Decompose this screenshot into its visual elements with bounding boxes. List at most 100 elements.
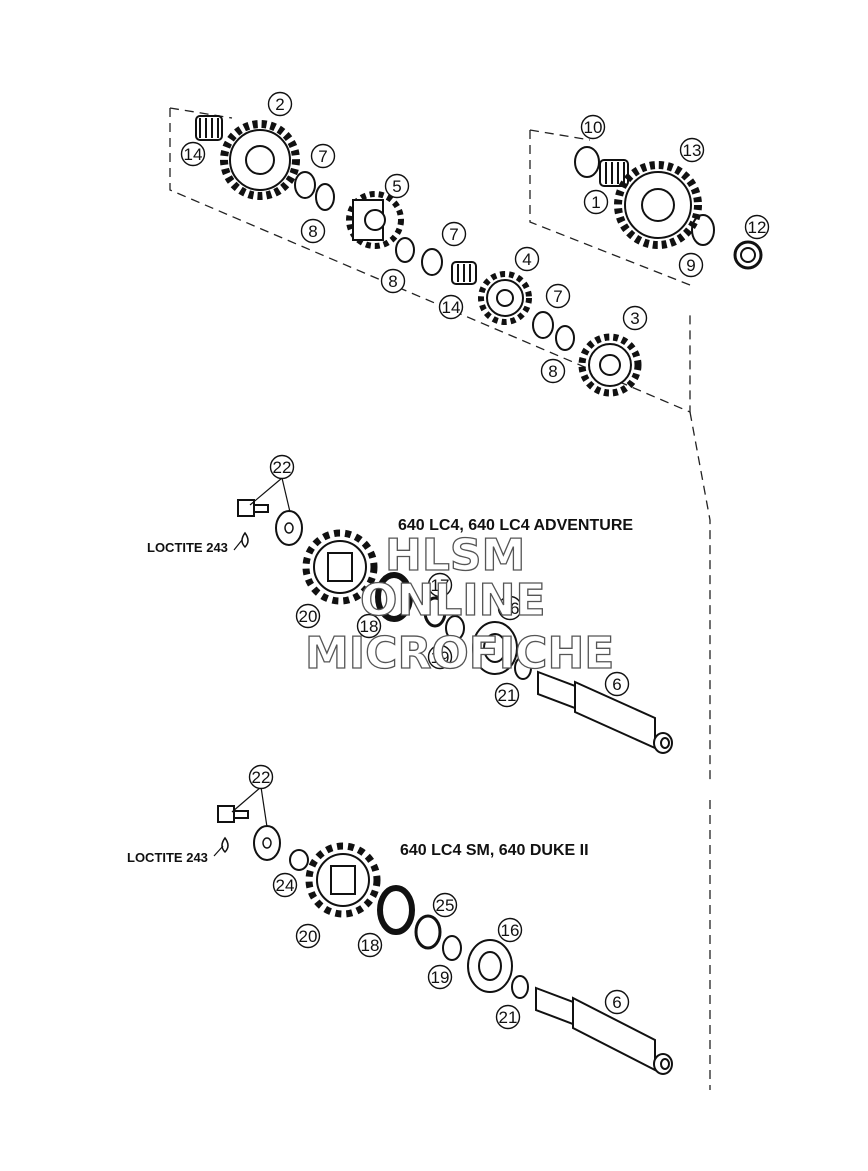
callout-circle	[679, 137, 705, 163]
watermark: HLSM ONLINE MICROFICHE	[304, 529, 615, 679]
bearing-16-top	[472, 621, 518, 675]
seal-18-bottom	[377, 885, 415, 935]
callout-lower-20: 20	[295, 923, 321, 949]
callout-circle	[514, 246, 540, 272]
needle-bearing-14-mid	[451, 261, 477, 285]
callout-circle	[269, 454, 295, 480]
callout-mid-6: 6	[604, 671, 630, 697]
callout-group: 1427857814478310113912222018171619216222…	[180, 91, 770, 1030]
callout-number: 18	[361, 936, 380, 955]
callout-upper-4: 4	[514, 246, 540, 272]
callout-mid-18: 18	[356, 613, 382, 639]
oring-21-top	[514, 656, 532, 680]
callout-number: 3	[630, 309, 639, 328]
callout-number: 18	[360, 617, 379, 636]
needle-bearing-13	[599, 159, 629, 187]
callout-number: 5	[392, 177, 401, 196]
callout-upper-9: 9	[678, 252, 704, 278]
callout-circle	[310, 143, 336, 169]
callout-circle	[622, 305, 648, 331]
watermark-line-2: ONLINE	[360, 575, 546, 626]
callout-number: 17	[431, 576, 450, 595]
washer-24	[289, 849, 309, 871]
callout-number: 1	[591, 193, 600, 212]
callout-circle	[357, 932, 383, 958]
thrust-washer-7-b	[421, 248, 443, 276]
callout-number: 22	[273, 458, 292, 477]
assembly-outline-dashed	[169, 107, 711, 1090]
callout-mid-17: 17	[427, 572, 453, 598]
seal-18-top	[375, 572, 413, 622]
callout-number: 10	[584, 118, 603, 137]
callout-upper-12: 12	[744, 214, 770, 240]
gear-1	[614, 161, 702, 249]
callout-circle	[540, 358, 566, 384]
callout-circle	[300, 218, 326, 244]
circlip-8-c	[555, 325, 575, 351]
callout-circle	[604, 671, 630, 697]
callout-mid-22: 22	[269, 454, 295, 480]
callout-number: 21	[498, 686, 517, 705]
gear-2	[220, 120, 300, 200]
loctite-note-bottom: LOCTITE 243	[127, 850, 208, 865]
callout-upper-14: 14	[438, 294, 464, 320]
loctite-note-top: LOCTITE 243	[147, 540, 228, 555]
callout-mid-16: 16	[497, 595, 523, 621]
callout-upper-7: 7	[545, 283, 571, 309]
callout-number: 16	[501, 921, 520, 940]
callout-upper-13: 13	[679, 137, 705, 163]
watermark-line-3: MICROFICHE	[305, 628, 614, 679]
callout-circle	[494, 682, 520, 708]
callout-upper-7: 7	[441, 221, 467, 247]
callout-lower-25: 25	[432, 892, 458, 918]
callout-number: 14	[184, 145, 203, 164]
callout-upper-1: 1	[583, 189, 609, 215]
circlip-8-b	[395, 237, 415, 263]
needle-bearing-14-upper-left	[195, 115, 223, 141]
callout-circle	[427, 572, 453, 598]
callout-number: 22	[252, 768, 271, 787]
oring-19-top	[445, 615, 465, 641]
callout-number: 9	[686, 256, 695, 275]
gear-4	[478, 271, 532, 325]
callout-upper-10: 10	[580, 114, 606, 140]
drop-icon-bottom	[221, 836, 229, 854]
callout-circle	[248, 764, 274, 790]
callout-number: 14	[442, 298, 461, 317]
callout-lower-22: 22	[248, 764, 274, 790]
callout-upper-8: 8	[300, 218, 326, 244]
callout-lower-19: 19	[427, 964, 453, 990]
callout-upper-5: 5	[384, 173, 410, 199]
callout-number: 7	[318, 147, 327, 166]
callout-circle	[497, 595, 523, 621]
callout-number: 13	[683, 141, 702, 160]
callout-number: 4	[522, 250, 531, 269]
bolt-22-top	[237, 499, 269, 517]
callout-number: 12	[748, 218, 767, 237]
callout-circle	[272, 872, 298, 898]
callout-lower-24: 24	[272, 872, 298, 898]
callout-circle	[384, 173, 410, 199]
callout-circle	[583, 189, 609, 215]
callout-number: 6	[612, 993, 621, 1012]
callout-number: 19	[431, 648, 450, 667]
callout-lower-21: 21	[495, 1004, 521, 1030]
callout-circle	[295, 603, 321, 629]
callout-number: 2	[275, 95, 284, 114]
callout-upper-8: 8	[540, 358, 566, 384]
shaft-6-bottom	[535, 986, 673, 1075]
callout-number: 7	[449, 225, 458, 244]
circlip-8-a	[315, 183, 335, 211]
callout-number: 16	[501, 599, 520, 618]
oring-19-bottom	[442, 935, 462, 961]
leader-lines	[213, 477, 291, 857]
washer-9	[691, 214, 715, 246]
bushing-12	[733, 240, 763, 270]
callout-number: 20	[299, 607, 318, 626]
callout-upper-14: 14	[180, 141, 206, 167]
callout-circle	[545, 283, 571, 309]
callout-number: 24	[276, 876, 295, 895]
washer-10	[574, 146, 600, 178]
callout-circle	[441, 221, 467, 247]
